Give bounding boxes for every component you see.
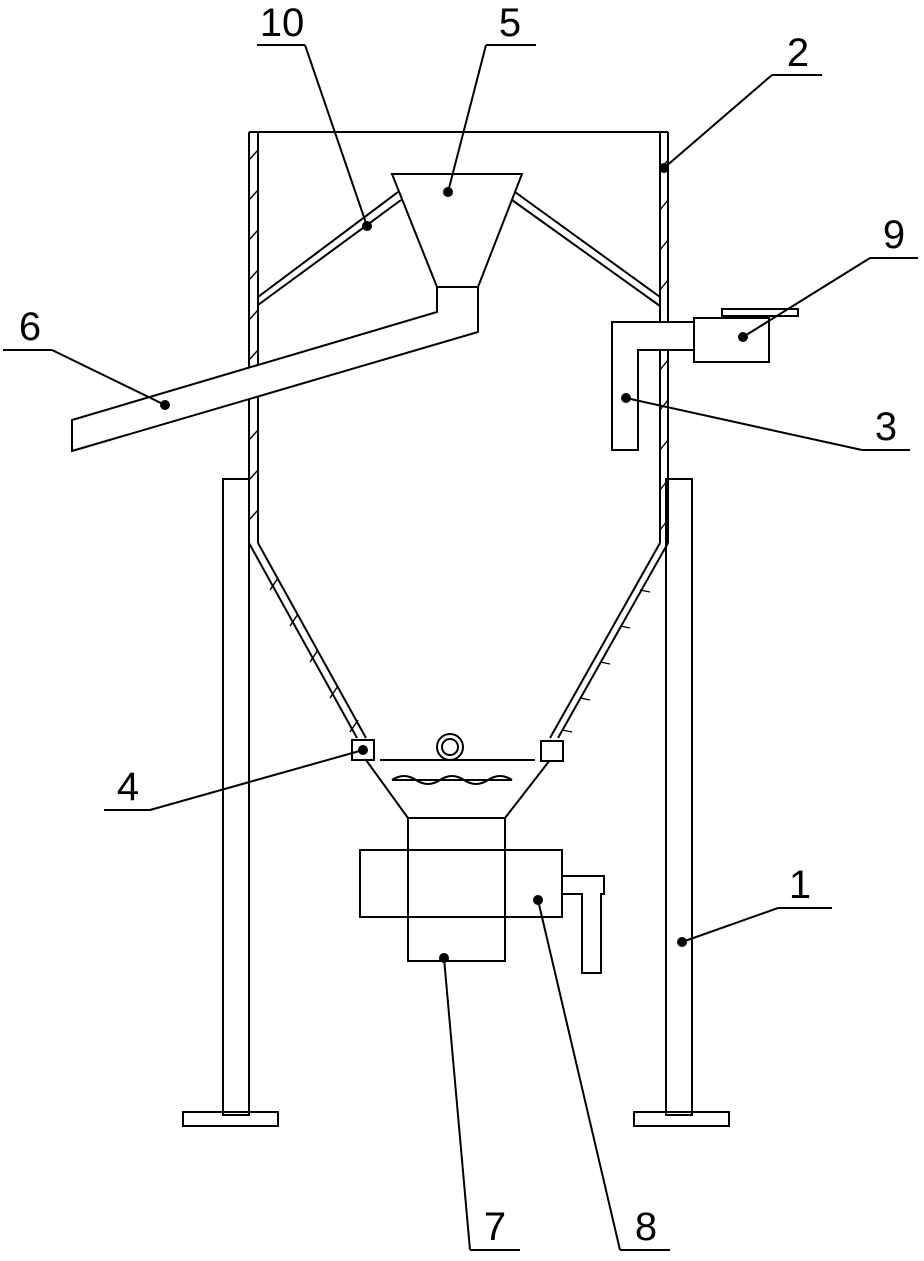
label-4: 4 xyxy=(117,765,139,809)
right-leg xyxy=(665,478,693,1116)
support-legs xyxy=(182,478,730,1127)
label-7: 7 xyxy=(484,1205,506,1249)
part-labels: 1 2 3 4 5 6 7 8 9 10 xyxy=(19,1,905,1249)
level-brackets xyxy=(351,733,564,762)
outlet-pipe xyxy=(611,321,695,451)
discharge-valve xyxy=(407,817,506,962)
label-6: 6 xyxy=(19,305,41,349)
label-8: 8 xyxy=(635,1205,657,1249)
label-9: 9 xyxy=(883,213,905,257)
feed-funnel xyxy=(390,173,524,288)
leader-dots xyxy=(160,163,748,963)
feed-chute xyxy=(71,286,479,453)
leader-lines xyxy=(3,44,918,1251)
label-5: 5 xyxy=(499,1,521,45)
valve-actuator xyxy=(359,849,605,974)
fan-unit xyxy=(693,308,799,363)
funnel-brackets xyxy=(257,191,661,307)
label-3: 3 xyxy=(875,405,897,449)
left-foot xyxy=(182,1111,279,1127)
label-10: 10 xyxy=(260,1,305,45)
left-leg xyxy=(222,478,250,1116)
right-foot xyxy=(633,1111,730,1127)
label-1: 1 xyxy=(789,863,811,907)
label-2: 2 xyxy=(787,31,809,75)
